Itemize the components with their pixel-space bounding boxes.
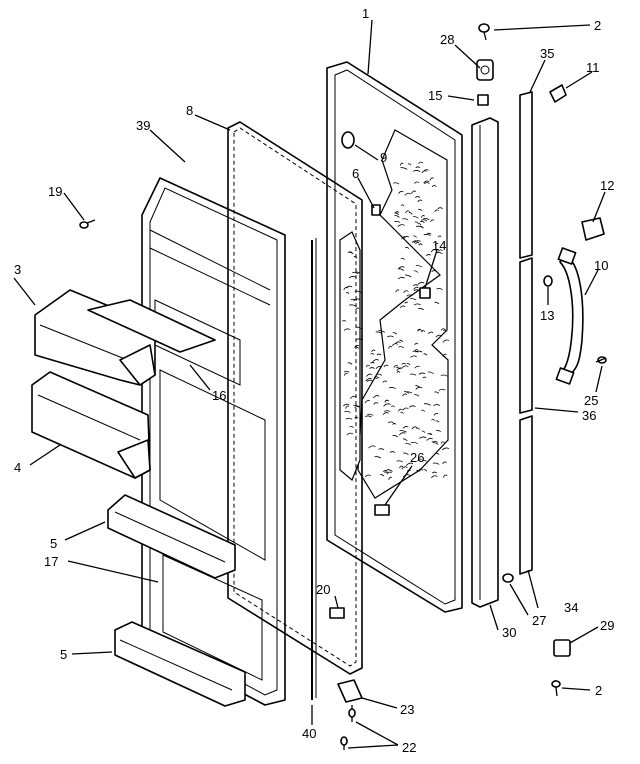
- leader-lines: [13, 19, 606, 749]
- callout-1: 1: [362, 6, 369, 21]
- door-liner: [141, 177, 286, 706]
- callout-14: 14: [432, 238, 446, 253]
- hardware: [79, 23, 607, 750]
- shelf-16: [87, 299, 216, 353]
- callout-26: 26: [410, 450, 424, 465]
- callout-22: 22: [402, 740, 416, 755]
- callout-2-bottom: 2: [595, 683, 602, 698]
- callout-20: 20: [316, 582, 330, 597]
- handle-trim-lower-34: [519, 415, 533, 575]
- callout-2-top: 2: [594, 18, 601, 33]
- callout-25: 25: [584, 393, 598, 408]
- handle-channel-30: [471, 117, 499, 608]
- bin-5-upper: [107, 494, 236, 579]
- callout-40: 40: [302, 726, 316, 741]
- bin-5-lower: [114, 621, 246, 707]
- callout-27: 27: [532, 613, 546, 628]
- callout-5-upper: 5: [50, 536, 57, 551]
- callout-10: 10: [594, 258, 608, 273]
- callout-5-lower: 5: [60, 647, 67, 662]
- callout-12: 12: [600, 178, 614, 193]
- callout-4: 4: [14, 460, 21, 475]
- callout-16: 16: [212, 388, 226, 403]
- callout-34: 34: [564, 600, 578, 615]
- callout-19: 19: [48, 184, 62, 199]
- callout-30: 30: [502, 625, 516, 640]
- callout-17: 17: [44, 554, 58, 569]
- callout-28: 28: [440, 32, 454, 47]
- callout-labels: 1 2 28 35 11 15 8 39 9 6 19 12 3 14 10 1…: [14, 6, 614, 755]
- handle-trim-middle-36: [519, 257, 533, 414]
- handle-trim-upper-35: [519, 91, 533, 259]
- callout-6: 6: [352, 166, 359, 181]
- callout-39: 39: [136, 118, 150, 133]
- shelf-4: [31, 371, 151, 479]
- callout-3: 3: [14, 262, 21, 277]
- callout-36: 36: [582, 408, 596, 423]
- callout-11: 11: [586, 60, 600, 75]
- callout-8: 8: [186, 103, 193, 118]
- foam-texture: [342, 161, 450, 480]
- callout-15: 15: [428, 88, 442, 103]
- callout-23: 23: [400, 702, 414, 717]
- callout-35: 35: [540, 46, 554, 61]
- door-gasket: [227, 121, 363, 675]
- callout-13: 13: [540, 308, 554, 323]
- callout-29: 29: [600, 618, 614, 633]
- door-handle: [555, 247, 584, 385]
- callout-9: 9: [380, 150, 387, 165]
